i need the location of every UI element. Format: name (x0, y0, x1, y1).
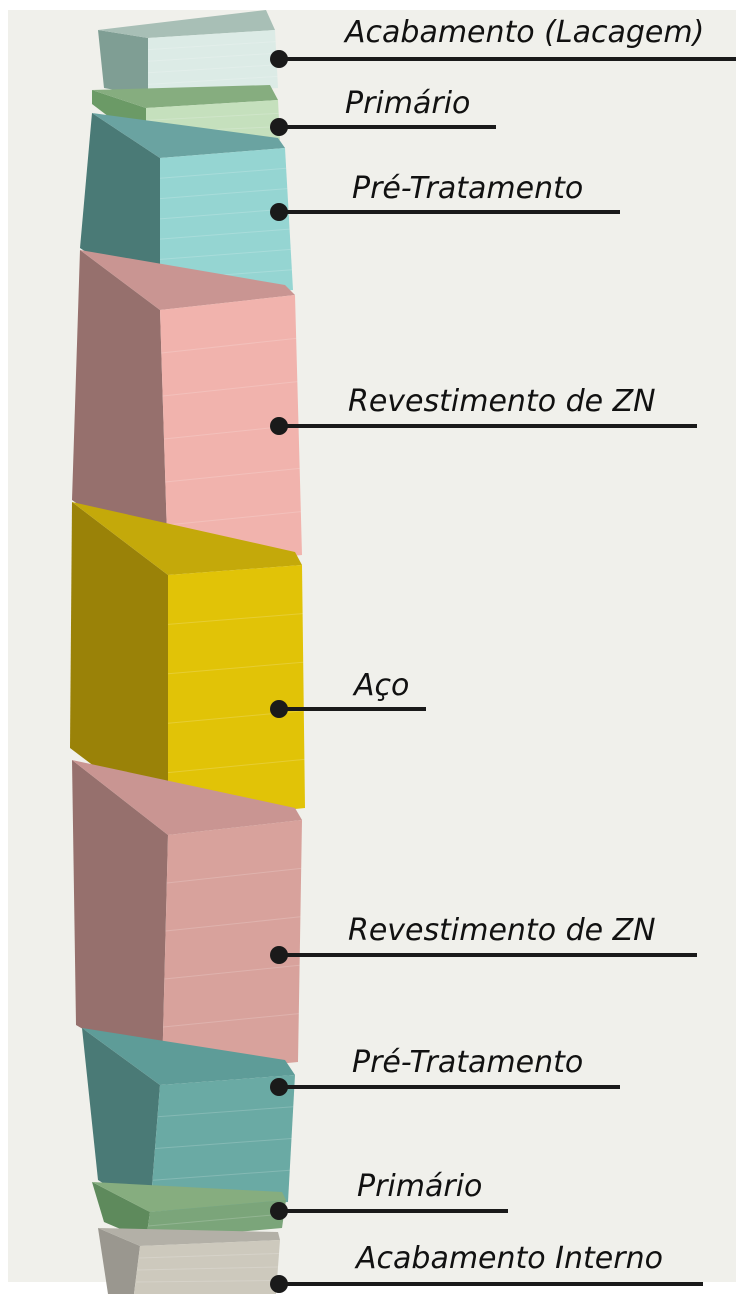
layer-block-stripe (162, 381, 298, 397)
layer-block (98, 10, 278, 96)
layer-callout: Revestimento de ZN (270, 913, 697, 964)
layer-block-stripe (164, 964, 300, 980)
layer-block-stripe (167, 758, 305, 774)
layer-block-front (134, 1240, 280, 1294)
layer-block-stripe (163, 1013, 299, 1028)
layer-block-top (72, 760, 302, 835)
layer-block-stripe (147, 64, 277, 74)
layer-block-stripe (165, 916, 301, 932)
layer-block-top (82, 1028, 295, 1085)
layer-block-stripe (157, 1106, 294, 1118)
layer-callout: Primário (270, 1169, 508, 1220)
layer-block-stripe (167, 661, 304, 675)
layer-block-front (150, 1075, 295, 1212)
layer-block-stripe (165, 467, 300, 483)
layer-block-side (92, 1182, 150, 1240)
layer-callout: Acabamento (Lacagem) (270, 15, 736, 68)
layer-block-stripe (147, 52, 277, 62)
callout-dot (270, 946, 288, 964)
layer-callouts: Acabamento (Lacagem)PrimárioPré-Tratamen… (270, 15, 736, 1293)
callout-dot (270, 203, 288, 221)
layer-block (70, 502, 305, 822)
layer-block-top (98, 10, 275, 38)
callout-dot (270, 50, 288, 68)
layer-block-top (72, 502, 302, 575)
layer-block-front (160, 295, 302, 568)
layer-callout: Pré-Tratamento (270, 1045, 620, 1096)
layer-block-stripe (152, 1169, 290, 1181)
layer-block-side (98, 1228, 140, 1294)
layer-block-stripe (147, 1213, 285, 1227)
layer-block-stripe (147, 41, 276, 51)
layer-blocks (70, 10, 305, 1294)
layer-block-side (70, 502, 168, 822)
layer-block-front (168, 565, 305, 822)
layer-callout: Pré-Tratamento (270, 171, 620, 221)
layer-callout: Revestimento de ZN (270, 384, 697, 435)
layer-block-side (80, 113, 160, 300)
layer-block-top (92, 113, 285, 158)
layer-block-front (162, 820, 302, 1075)
layer-block-side (98, 30, 148, 96)
layer-block-stripe (159, 188, 288, 200)
layer-callout: Aço (270, 668, 426, 718)
layer-block-stripe (159, 167, 287, 179)
layer-block-stripe (147, 75, 278, 85)
layer-block (72, 760, 302, 1075)
layer-block-top (92, 85, 278, 108)
layer-block-side (72, 250, 168, 568)
layer-block-side (82, 1028, 160, 1212)
layer-label: Primário (345, 86, 470, 121)
callout-dot (270, 1202, 288, 1220)
layer-label: Pré-Tratamento (352, 1045, 583, 1080)
layer-label: Revestimento de ZN (348, 384, 656, 419)
layer-block-side (72, 760, 168, 1075)
callout-dot (270, 118, 288, 136)
layer-block (98, 1228, 280, 1294)
layer-block-top (80, 250, 295, 310)
layer-block-stripe (154, 1138, 292, 1149)
layer-block-front (160, 148, 293, 300)
layer-block-top (92, 1182, 286, 1212)
layer-block-stripe (161, 337, 297, 354)
callout-dot (270, 1078, 288, 1096)
layer-block (72, 250, 302, 568)
layer-block (82, 1028, 295, 1212)
layer-block-stripe (135, 1280, 278, 1283)
layer-callout: Acabamento Interno (270, 1241, 703, 1293)
layer-block-stripe (159, 208, 289, 220)
layer-label: Acabamento Interno (354, 1241, 663, 1276)
layer-label: Revestimento de ZN (348, 913, 656, 948)
layer-block-stripe (167, 613, 303, 625)
callout-dot (270, 1275, 288, 1293)
layer-label: Pré-Tratamento (352, 171, 583, 206)
layer-label: Acabamento (Lacagem) (343, 15, 704, 50)
layer-block-stripe (159, 228, 290, 240)
layer-label: Primário (357, 1169, 482, 1204)
layer-block-stripe (159, 248, 291, 260)
layer-callout: Primário (270, 86, 496, 136)
callout-dot (270, 700, 288, 718)
layer-block (80, 113, 293, 300)
layer-block-stripe (166, 511, 301, 526)
layer-block-front (148, 30, 278, 96)
layer-block-stripe (166, 867, 302, 884)
layer-block-stripe (145, 112, 279, 121)
layer-block-stripe (138, 1253, 280, 1259)
layer-label: Aço (352, 668, 409, 703)
layer-block-top (98, 1228, 280, 1246)
layer-block-stripe (136, 1266, 279, 1271)
callout-dot (270, 417, 288, 435)
